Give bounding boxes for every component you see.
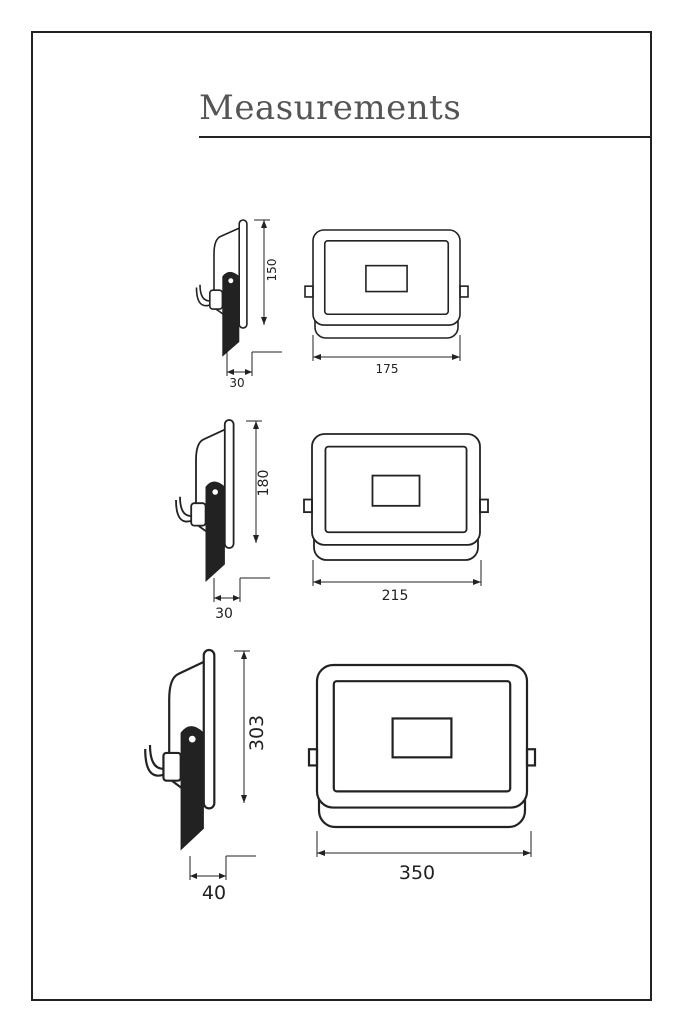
- variant-1: 150 175 30: [195, 219, 469, 390]
- mounting-bracket: [180, 726, 204, 851]
- depth-label-1: 30: [229, 376, 244, 390]
- housing-outline: [312, 229, 461, 326]
- led-module: [371, 474, 421, 507]
- rear-housing: [213, 227, 240, 326]
- led-module: [391, 717, 453, 759]
- right-bracket-knob: [479, 498, 489, 514]
- bracket-pivot: [212, 489, 218, 495]
- dimension-lines-1: [226, 219, 461, 376]
- bracket-pivot: [228, 278, 234, 284]
- lens-panel: [324, 445, 468, 534]
- width-label-1: 175: [376, 362, 399, 376]
- width-label-2: 215: [382, 588, 409, 604]
- housing-outline: [315, 663, 529, 809]
- left-bracket-knob: [304, 285, 314, 298]
- housing-outline: [311, 433, 481, 546]
- front-view-1: [304, 229, 469, 339]
- front-view-3: [307, 663, 537, 829]
- power-cable: [144, 745, 164, 777]
- front-plate: [223, 419, 235, 549]
- title-underline: [199, 136, 650, 138]
- height-label-3: 303: [246, 715, 268, 751]
- power-cable: [195, 284, 211, 307]
- cable-gland: [190, 502, 207, 527]
- height-label-2: 180: [256, 470, 272, 497]
- width-label-3: 350: [399, 862, 435, 884]
- depth-label-2: 30: [215, 606, 233, 622]
- front-plate: [202, 648, 216, 810]
- dimension-lines-3: [189, 650, 532, 880]
- left-bracket-knob: [303, 498, 313, 514]
- variant-3: 303 350 40: [144, 648, 537, 904]
- rear-housing: [168, 660, 205, 806]
- depth-arrowheads: [214, 595, 240, 601]
- variant-2: 180 215 30: [175, 419, 489, 622]
- page-border: [31, 31, 652, 1001]
- lens-panel: [323, 240, 450, 316]
- page-title: Measurements: [199, 88, 462, 128]
- bracket-pivot: [188, 735, 196, 743]
- side-view-3: [144, 648, 216, 851]
- rear-housing: [195, 428, 226, 546]
- left-bracket-knob: [307, 748, 319, 767]
- side-view-2: [175, 419, 235, 583]
- cable-gland: [209, 289, 224, 310]
- mounting-bracket: [222, 271, 240, 357]
- height-label-1: 150: [265, 259, 279, 282]
- front-view-2: [303, 433, 489, 561]
- front-plate: [238, 219, 248, 329]
- depth-label-3: 40: [202, 882, 226, 904]
- depth-arrowheads: [227, 369, 252, 375]
- side-view-1: [195, 219, 248, 357]
- power-cable: [175, 496, 192, 523]
- right-bracket-knob: [459, 285, 469, 298]
- lens-panel: [332, 680, 512, 793]
- mounting-bracket: [205, 481, 225, 583]
- dimension-lines-2: [213, 420, 482, 602]
- cable-gland: [162, 751, 182, 782]
- led-module: [365, 264, 408, 293]
- right-bracket-knob: [525, 748, 537, 767]
